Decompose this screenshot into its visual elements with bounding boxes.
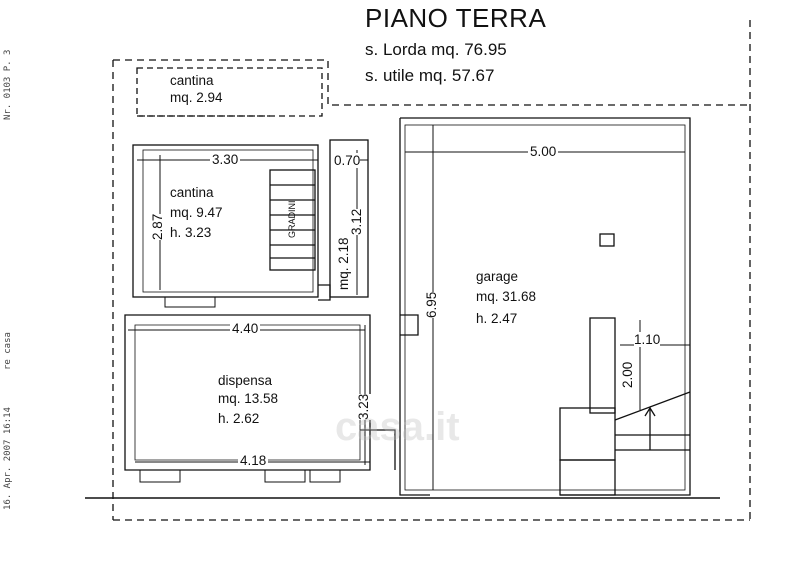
dim-corridor-depth: 3.12 — [349, 208, 364, 235]
dim-dispensa-width-top: 4.40 — [230, 321, 261, 336]
cantina-height: h. 3.23 — [170, 225, 212, 240]
dispensa-walls — [124, 314, 371, 471]
garage-walls — [399, 117, 691, 496]
dispensa-height: h. 2.62 — [218, 411, 260, 426]
cantina-small-area: mq. 2.94 — [170, 90, 223, 105]
useful-area: s. utile mq. 57.67 — [365, 66, 495, 85]
dim-cantina-width: 3.30 — [210, 152, 241, 167]
garage-vent — [599, 233, 615, 247]
cantina-stairs — [269, 169, 316, 271]
corridor-walls — [329, 139, 369, 298]
garage-area: mq. 31.68 — [476, 289, 537, 304]
dim-cantina-depth: 2.87 — [150, 213, 165, 240]
watermark: casa.it — [335, 405, 460, 449]
garage-name: garage — [476, 269, 519, 284]
cantina-small-name: cantina — [170, 73, 214, 88]
gross-area: s. Lorda mq. 76.95 — [365, 40, 507, 59]
dim-garage-depth: 6.95 — [424, 291, 439, 318]
fax-text: re casa — [3, 332, 13, 370]
stair-label: GRADINI — [287, 200, 297, 238]
dispensa-name: dispensa — [218, 373, 273, 388]
dim-step-depth: 2.00 — [620, 361, 635, 388]
dispensa-area: mq. 13.58 — [218, 391, 279, 406]
cantina-name: cantina — [170, 185, 214, 200]
dim-corridor-height: mq. 2.18 — [336, 237, 351, 290]
garage-step-block — [559, 317, 691, 496]
cantina-area: mq. 9.47 — [170, 205, 223, 220]
cantina-walls — [132, 144, 319, 298]
property-boundary — [113, 59, 750, 106]
page-title: PIANO TERRA — [365, 3, 547, 33]
garage-height: h. 2.47 — [476, 311, 518, 326]
fax-date: 16. Apr. 2007 16:14 — [3, 407, 13, 510]
dim-garage-width: 5.00 — [528, 144, 559, 159]
dim-dispensa-width-bottom: 4.18 — [238, 453, 269, 468]
fax-code: Nr. 0103 P. 3 — [3, 49, 13, 120]
cantina-small-outline — [136, 67, 323, 117]
dim-corridor-width: 0.70 — [334, 153, 361, 168]
dim-step-width: 1.10 — [634, 332, 661, 347]
